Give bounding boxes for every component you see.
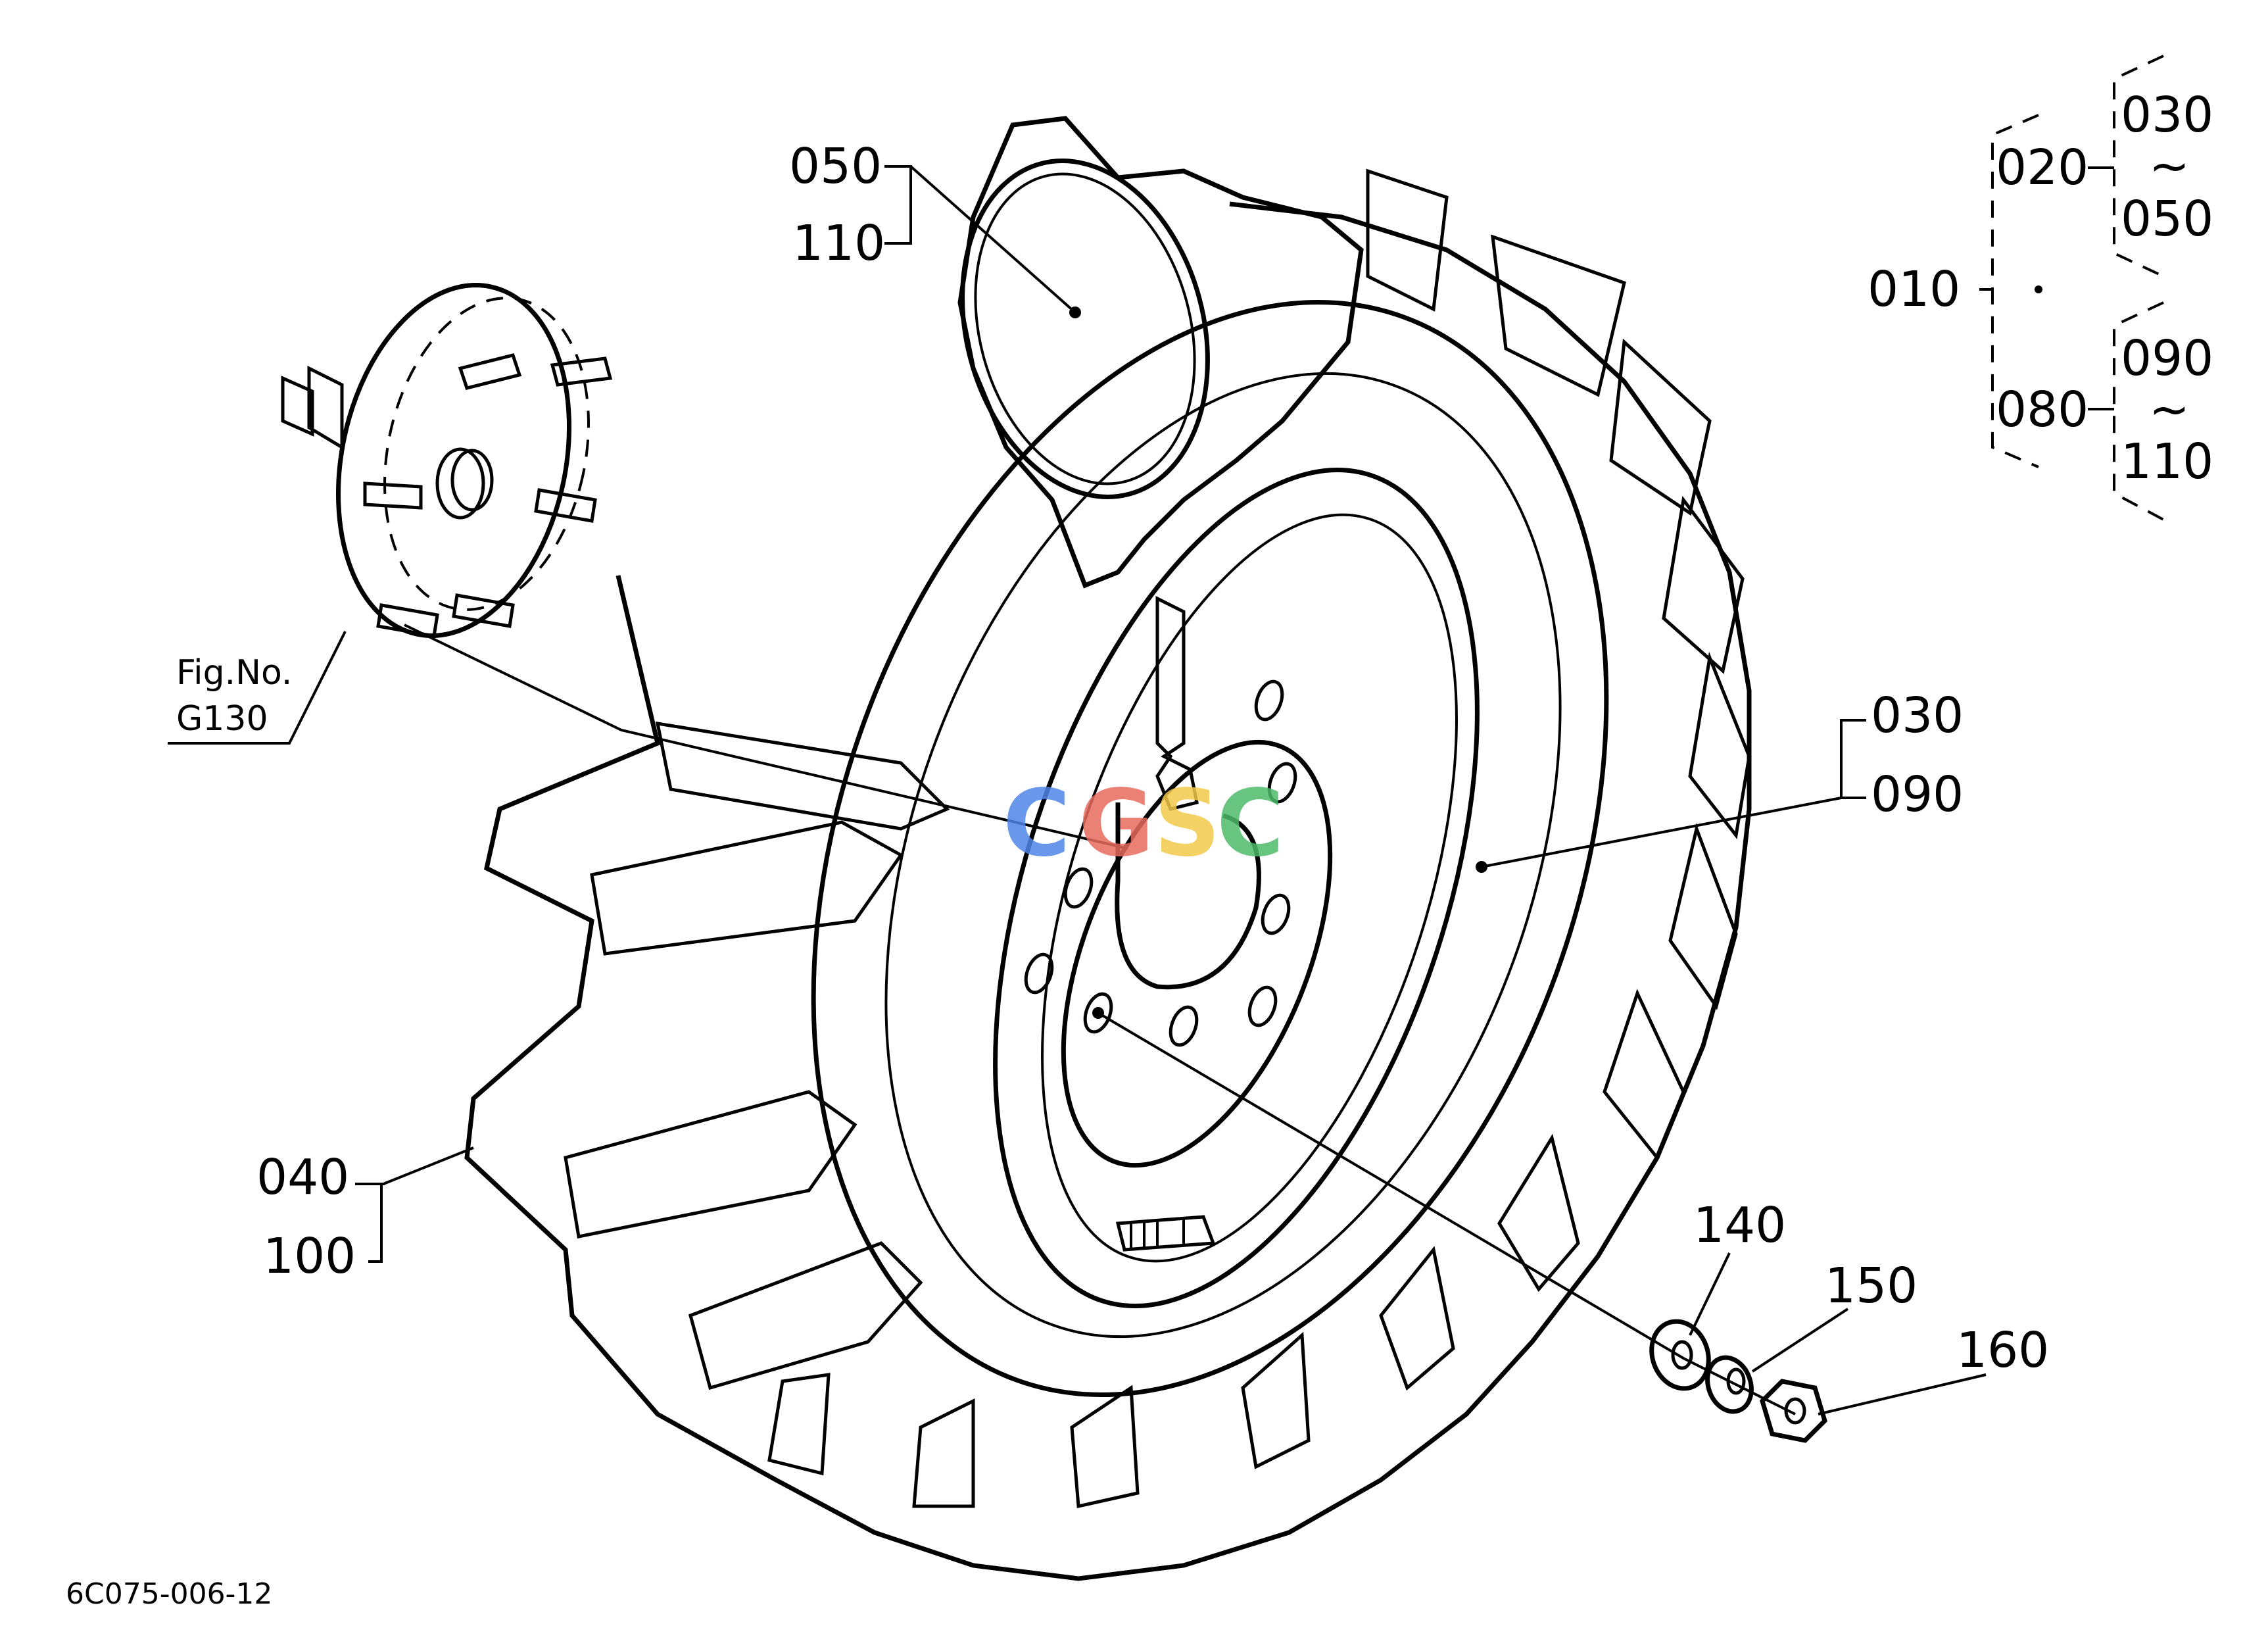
fig-no-value: G130 xyxy=(176,699,268,739)
washer-140 xyxy=(1649,1319,1711,1391)
label-050: 050 xyxy=(789,138,882,195)
watermark-letter-4: C xyxy=(1217,770,1284,877)
label-090: 090 xyxy=(1871,766,1964,823)
tree-tilde-upper: ~ xyxy=(2149,138,2190,195)
watermark-letter-3: S xyxy=(1154,770,1220,877)
tire xyxy=(464,168,1752,1581)
label-150: 150 xyxy=(1825,1258,1918,1314)
label-140: 140 xyxy=(1693,1197,1786,1254)
assembly-tree xyxy=(1979,55,2164,521)
rim-bolt-holes xyxy=(1024,679,1297,1047)
label-100: 100 xyxy=(263,1228,356,1285)
tree-label-010: 010 xyxy=(1868,261,1960,318)
tree-tilde-lower: ~ xyxy=(2149,381,2190,438)
label-030: 030 xyxy=(1871,687,1964,744)
drawing-code: 6C075-006-12 xyxy=(66,1577,272,1611)
tree-label-030: 030 xyxy=(2121,87,2213,143)
watermark: C G S C xyxy=(1003,770,1284,877)
label-040: 040 xyxy=(256,1149,349,1206)
tree-label-080: 080 xyxy=(1996,381,2088,438)
watermark-letter-1: C xyxy=(1003,770,1071,877)
tree-label-090: 090 xyxy=(2121,330,2213,387)
tree-label-020: 020 xyxy=(1996,139,2088,196)
wheel-rim xyxy=(993,468,1480,1308)
axle-hub xyxy=(281,283,613,638)
tree-label-050: 050 xyxy=(2121,191,2213,247)
label-160: 160 xyxy=(1956,1322,2049,1379)
label-110: 110 xyxy=(792,215,885,272)
fig-no-label: Fig.No. xyxy=(176,653,292,693)
inner-tube xyxy=(957,116,1364,811)
tree-label-110: 110 xyxy=(2121,433,2213,490)
leader-lines xyxy=(168,165,1987,1415)
hub-studs xyxy=(363,353,613,638)
nut-160 xyxy=(1760,1379,1827,1443)
part-labels: 050 110 030 090 040 100 140 150 160 Fig.… xyxy=(66,87,2213,1611)
watermark-letter-2: G xyxy=(1078,770,1154,877)
